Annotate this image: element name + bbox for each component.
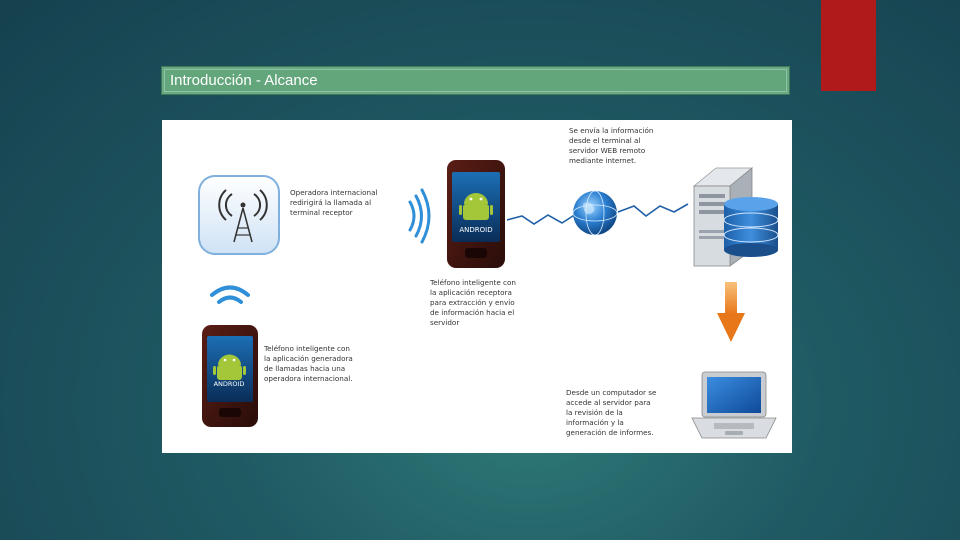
cell-tower-icon — [199, 176, 279, 254]
receiver-phone-icon: ANDROID — [447, 160, 505, 268]
sender-phone-icon: ANDROID — [202, 325, 258, 427]
database-icon — [724, 197, 778, 257]
sender-phone-brand: ANDROID — [214, 380, 245, 388]
wireless-signal-icon — [212, 288, 248, 303]
slide-title: Introducción - Alcance — [170, 72, 318, 89]
signal-waves-icon — [410, 190, 429, 242]
link-zigzag-server — [618, 204, 688, 216]
architecture-diagram: ANDROID — [162, 120, 792, 453]
caption-server: Se envía la información desde el termina… — [569, 126, 654, 166]
down-arrow-icon — [717, 282, 745, 342]
caption-computer: Desde un computador se accede al servido… — [566, 388, 656, 438]
red-accent-bar — [821, 0, 876, 91]
link-zigzag — [507, 214, 576, 224]
caption-operator: Operadora internacional redirigirá la ll… — [290, 188, 378, 218]
caption-receiver-phone: Teléfono inteligente con la aplicación r… — [430, 278, 516, 328]
laptop-icon — [692, 372, 776, 438]
receiver-phone-brand: ANDROID — [459, 226, 492, 234]
title-bar: Introducción - Alcance — [161, 66, 790, 95]
caption-sender-phone: Teléfono inteligente con la aplicación g… — [264, 344, 353, 384]
internet-globe-icon — [573, 191, 617, 235]
